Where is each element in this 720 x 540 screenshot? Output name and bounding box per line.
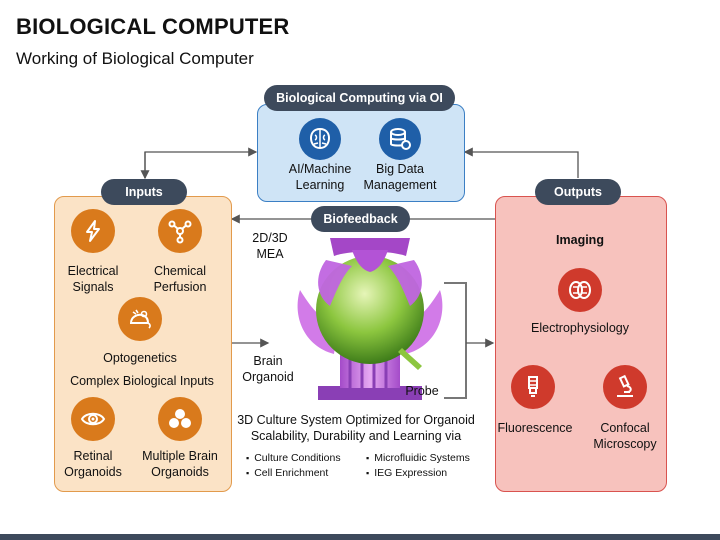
brain-line2: Organoid (242, 370, 294, 384)
microscope-icon (603, 365, 647, 409)
bullet-cell-enrichment: Cell Enrichment (246, 466, 328, 480)
mea-base (318, 386, 422, 400)
optogenetics-label: Optogenetics (103, 351, 177, 365)
electrophysiology-label: Electrophysiology (531, 321, 629, 335)
biofeedback-pill: Biofeedback (311, 206, 410, 232)
arrow-outputs-to-oi (463, 147, 579, 178)
big-data-line1: Big Data (376, 162, 424, 176)
complex-inputs-label: Complex Biological Inputs (70, 374, 214, 388)
mea-top (330, 238, 410, 256)
electrical-line1: Electrical (67, 264, 119, 278)
bullet-microfluidic-systems: Microfluidic Systems (366, 451, 470, 465)
brain-scan-icon (558, 268, 602, 312)
multiple-line2: Organoids (151, 465, 209, 479)
big-data-label: Big Data Management (352, 161, 448, 193)
brain-circuit-icon (299, 118, 341, 160)
optogenetics-mouse-icon (118, 297, 162, 341)
retinal-line2: Organoids (64, 465, 122, 479)
brain-organoid-label: Brain Organoid (236, 353, 300, 385)
oi-panel (257, 104, 465, 202)
confocal-line1: Confocal (600, 421, 650, 435)
probe-label: Probe (405, 384, 439, 398)
probe-shape (398, 348, 422, 370)
ai-ml-line1: AI/Machine (288, 162, 352, 176)
molecule-icon (158, 209, 202, 253)
page-title: BIOLOGICAL COMPUTER (16, 14, 290, 39)
culture-system-text: 3D Culture System Optimized for Organoid… (226, 412, 486, 444)
retina-eye-icon (71, 397, 115, 441)
imaging-label: Imaging (556, 233, 604, 247)
retinal-organoids-label: Retinal Organoids (52, 448, 134, 480)
ai-ml-line2: Learning (295, 178, 345, 192)
chemical-line1: Chemical (153, 264, 207, 278)
chemical-line2: Perfusion (153, 280, 207, 294)
multiple-brain-organoids-label: Multiple Brain Organoids (135, 448, 225, 480)
mea-line2: MEA (256, 247, 284, 261)
footer-bar (0, 534, 720, 540)
output-bracket (444, 282, 467, 399)
retinal-line1: Retinal (73, 449, 113, 463)
fluorescent-bulb-icon (511, 365, 555, 409)
lightning-icon (71, 209, 115, 253)
outputs-panel (495, 196, 667, 492)
big-data-line2: Management (363, 178, 437, 192)
culture-line1: 3D Culture System Optimized for Organoid (237, 413, 475, 427)
bullet-ieg-expression: IEG Expression (366, 466, 447, 480)
culture-line2: Scalability, Durability and Learning via (250, 429, 462, 443)
organoid-sphere (316, 256, 424, 364)
confocal-microscopy-label: Confocal Microscopy (583, 420, 667, 452)
ai-ml-label: AI/Machine Learning (272, 161, 368, 193)
multiple-line1: Multiple Brain (142, 449, 218, 463)
electrical-signals-label: Electrical Signals (52, 263, 134, 295)
brain-organoid-mea-graphic (297, 238, 443, 400)
confocal-line2: Microscopy (593, 437, 657, 451)
oi-title-pill: Biological Computing via OI (264, 85, 455, 111)
mea-label: 2D/3D MEA (240, 230, 300, 262)
brain-line1: Brain (253, 354, 283, 368)
page-subtitle: Working of Biological Computer (16, 49, 254, 68)
bullet-culture-conditions: Culture Conditions (246, 451, 340, 465)
outputs-title-pill: Outputs (535, 179, 621, 205)
organoid-cluster-icon (158, 397, 202, 441)
fluorescence-label: Fluorescence (497, 421, 573, 435)
database-gear-icon (379, 118, 421, 160)
electrical-line2: Signals (72, 280, 114, 294)
arrow-inputs-to-oi (144, 147, 258, 178)
inputs-title-pill: Inputs (101, 179, 187, 205)
mea-line1: 2D/3D (252, 231, 288, 245)
chemical-perfusion-label: Chemical Perfusion (139, 263, 221, 295)
